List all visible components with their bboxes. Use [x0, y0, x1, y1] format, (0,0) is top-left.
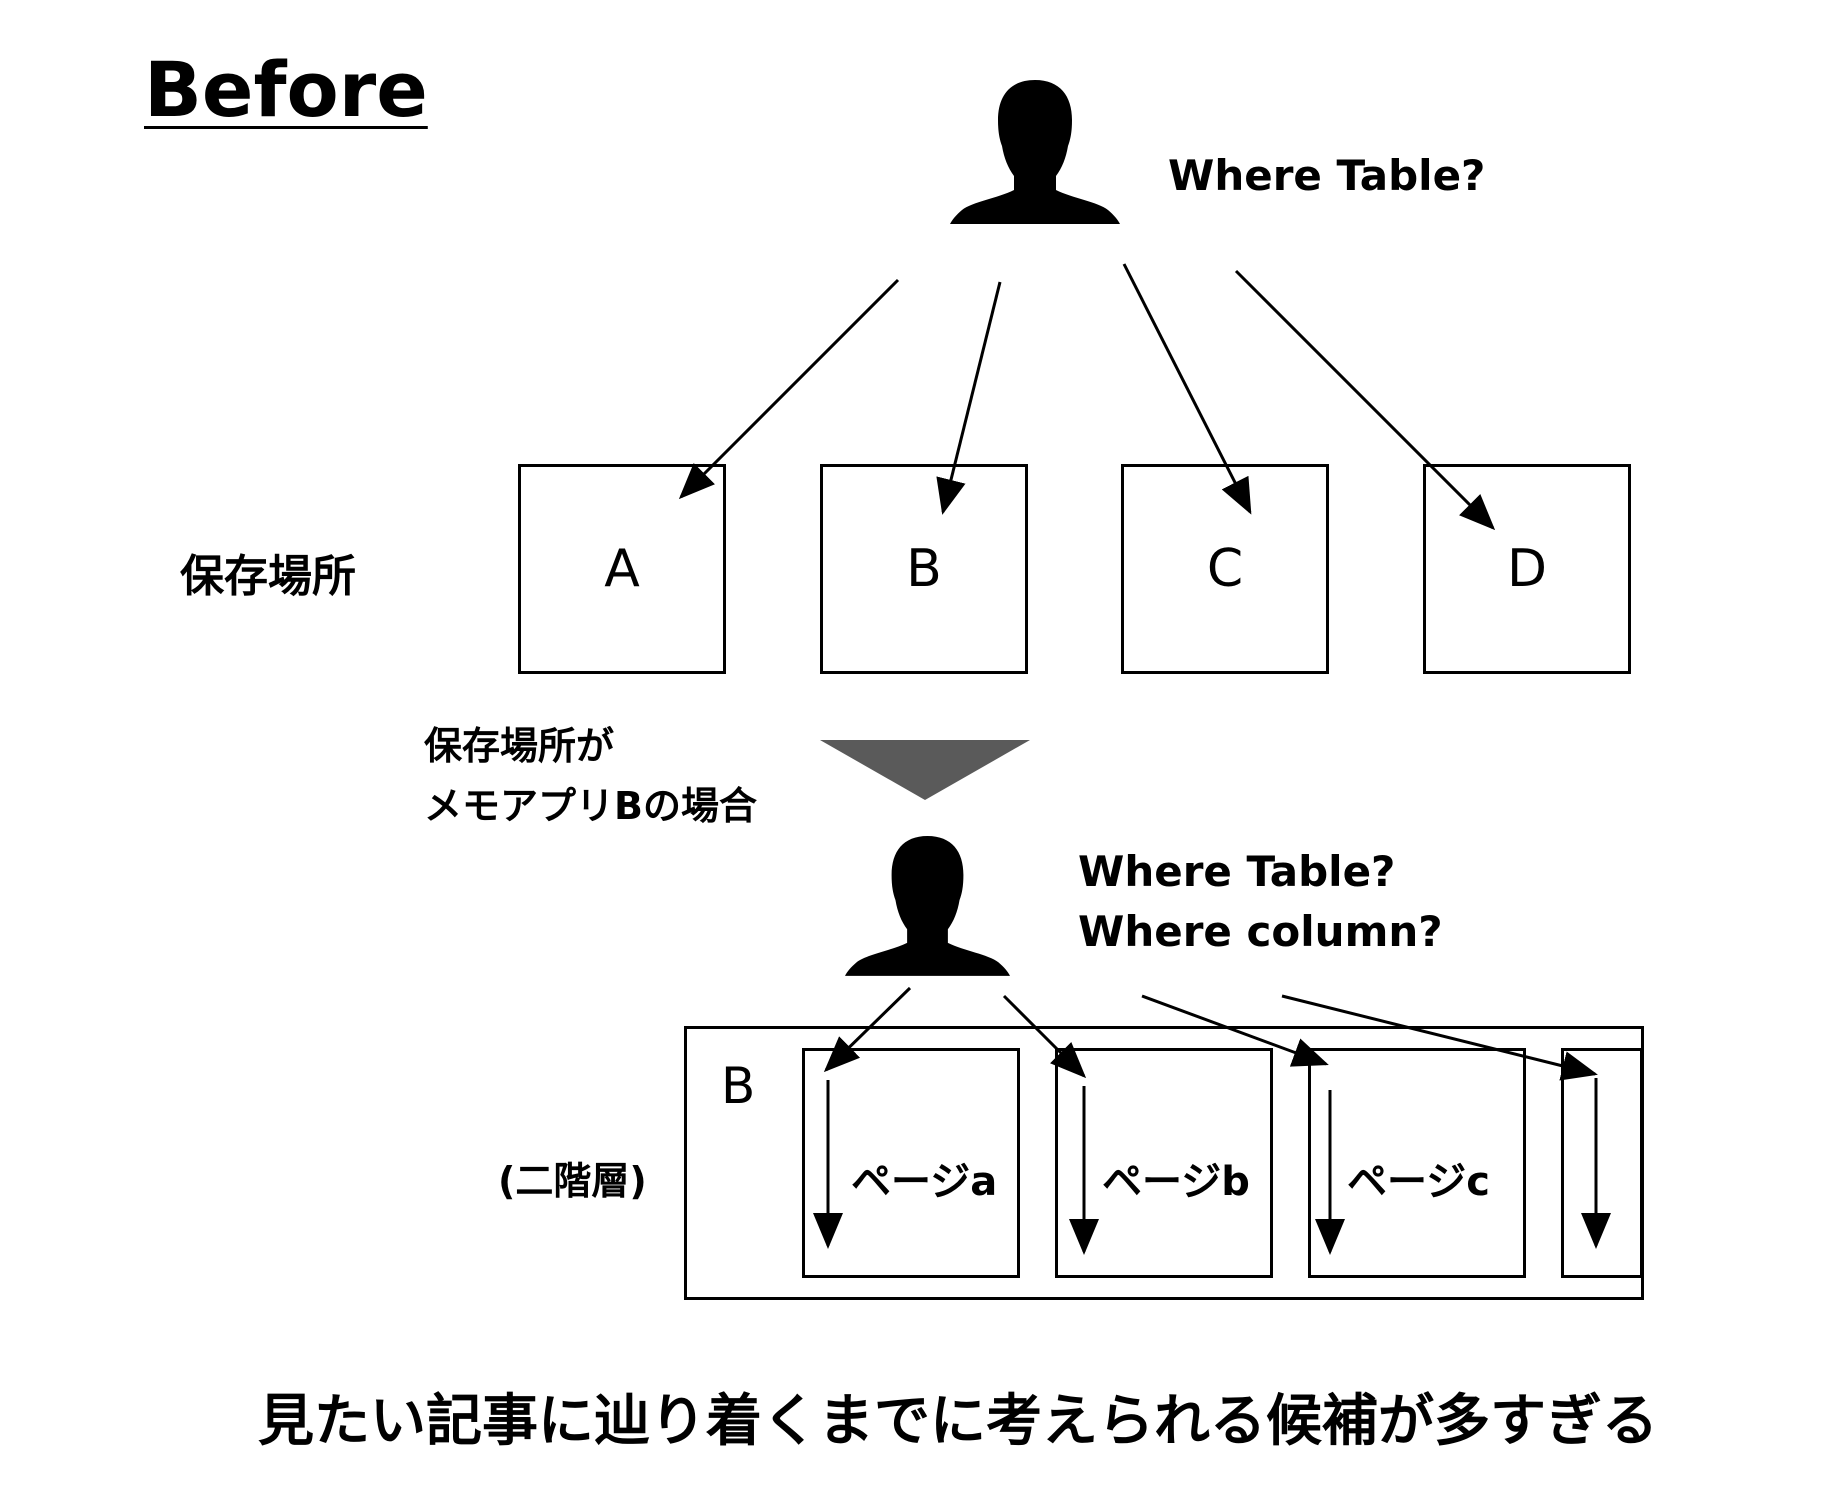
person-icon-bottom: [845, 836, 1010, 976]
bottom-question-1: Where Table?: [1078, 847, 1396, 896]
storage-label-c: C: [1206, 539, 1244, 599]
level-label: (二階層): [498, 1159, 647, 1203]
page-partial-box: [1561, 1048, 1643, 1278]
page-b-box: ページb: [1055, 1048, 1273, 1278]
storage-box-c: C: [1121, 464, 1329, 674]
storage-box-b: B: [820, 464, 1028, 674]
down-triangle: [820, 740, 1030, 800]
page-a-box: ページa: [802, 1048, 1020, 1278]
diagram-title: Before: [144, 45, 428, 134]
bottom-questions: Where Table? Where column?: [1078, 842, 1443, 962]
storage-label: 保存場所: [180, 551, 356, 602]
page-c-label: ページc: [1347, 1159, 1490, 1205]
container-b-label: B: [721, 1057, 756, 1115]
condition-line-1: 保存場所が: [424, 724, 615, 768]
condition-text: 保存場所が メモアプリBの場合: [424, 716, 757, 836]
storage-label-d: D: [1506, 539, 1548, 599]
conclusion-text: 見たい記事に辿り着くまでに考えられる候補が多すぎる: [258, 1389, 1658, 1454]
bottom-question-2: Where column?: [1078, 907, 1443, 956]
person-icon: [950, 80, 1120, 224]
page-b-label: ページb: [1102, 1159, 1250, 1205]
storage-box-d: D: [1423, 464, 1631, 674]
top-question: Where Table?: [1168, 151, 1486, 200]
storage-label-b: B: [906, 539, 942, 599]
condition-line-2: メモアプリBの場合: [424, 784, 757, 828]
page-c-box: ページc: [1308, 1048, 1526, 1278]
page-a-label: ページa: [851, 1159, 998, 1205]
storage-label-a: A: [604, 539, 640, 599]
storage-box-a: A: [518, 464, 726, 674]
